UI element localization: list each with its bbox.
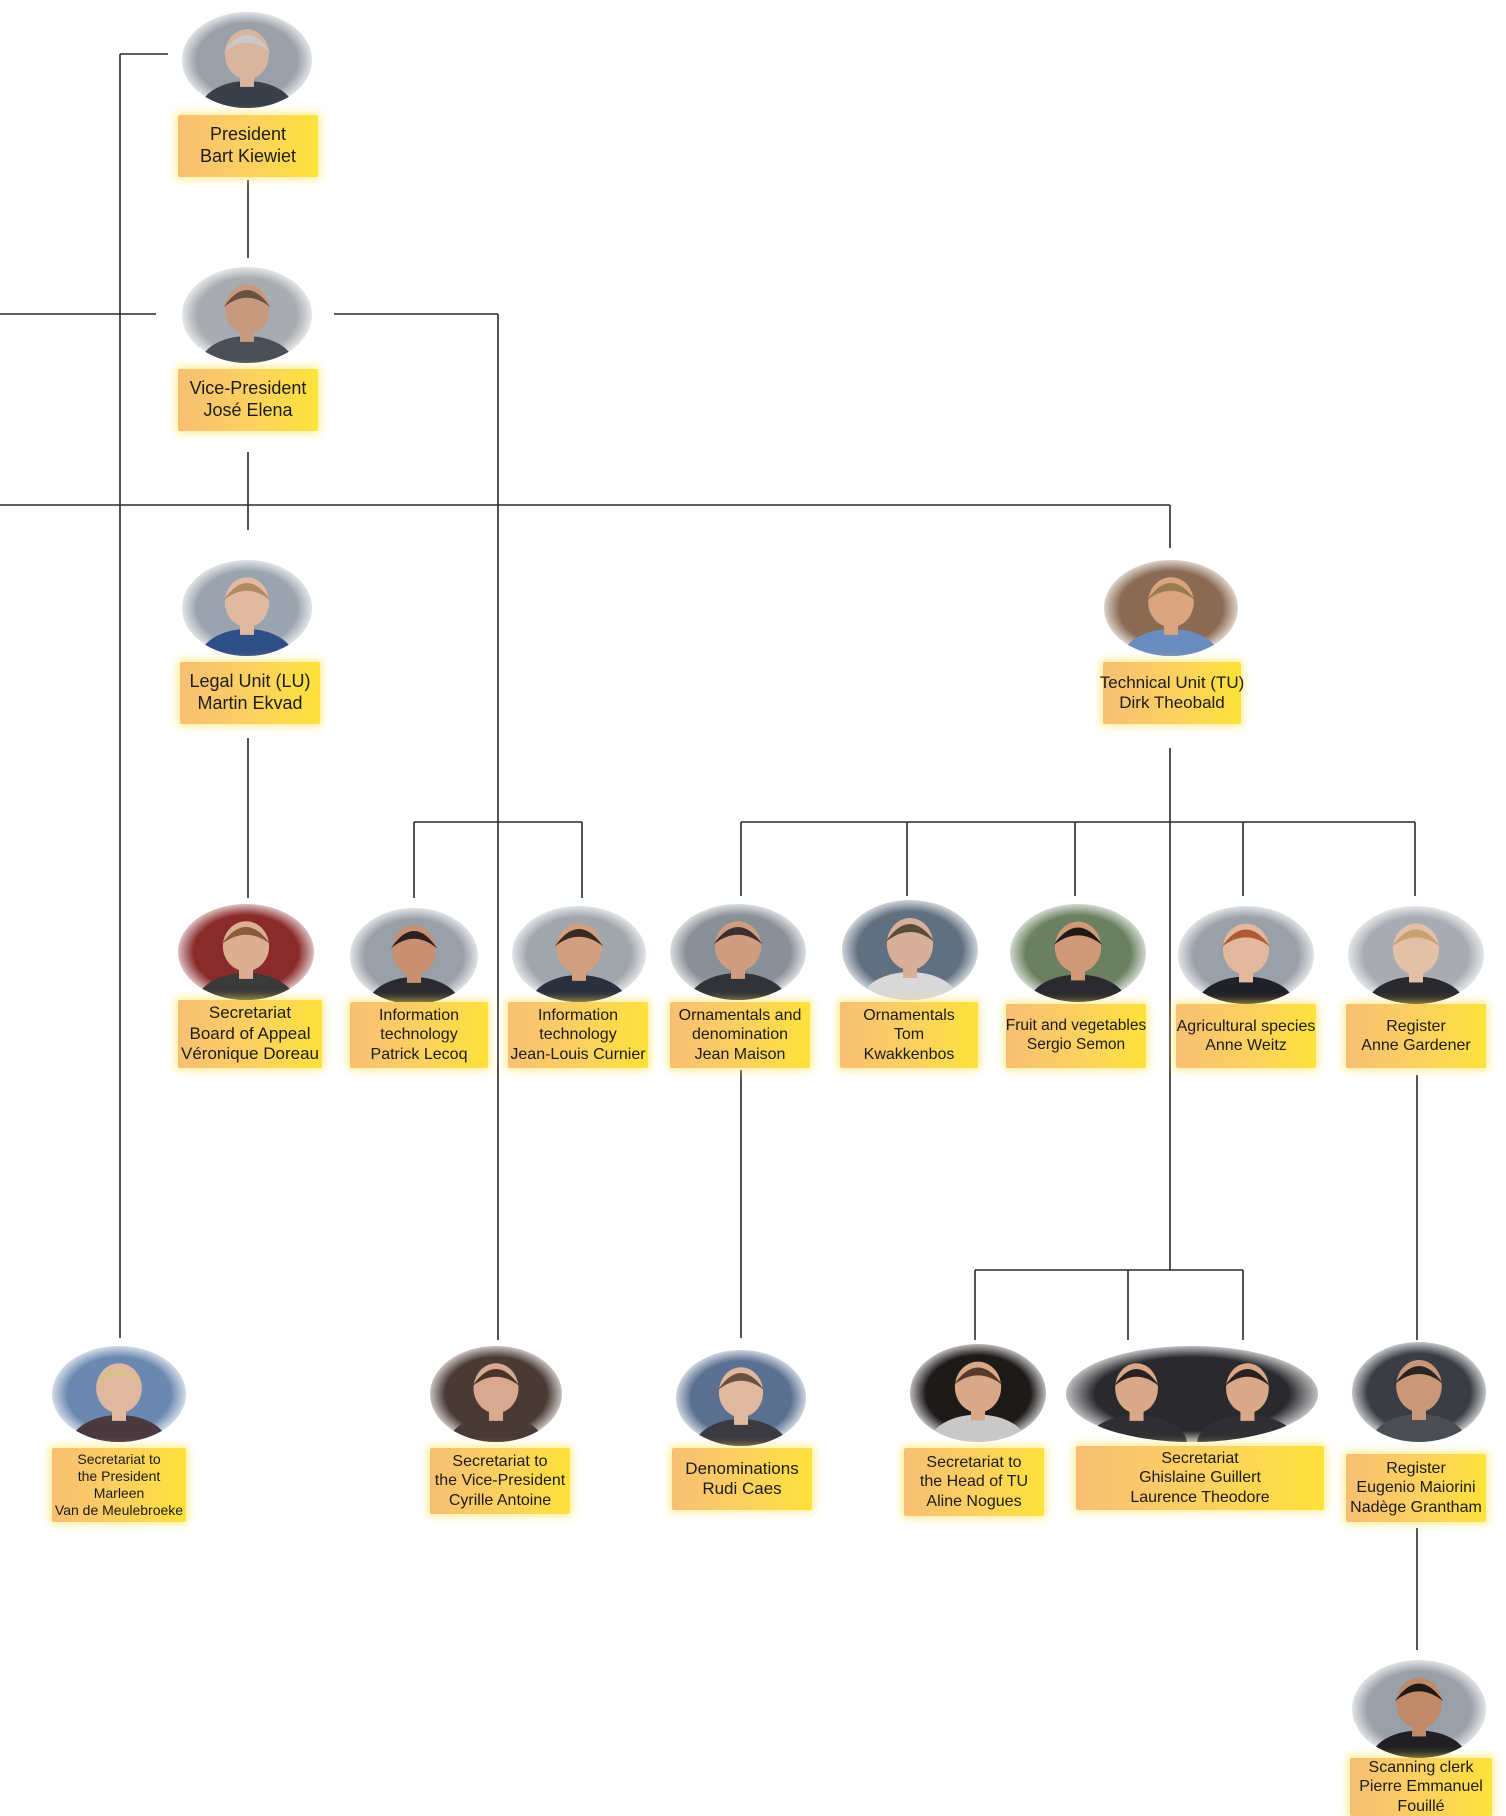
portrait-photo: [182, 267, 312, 363]
role-label-line: Anne Gardener: [1361, 1037, 1471, 1054]
role-label-line: Pierre Emmanuel: [1359, 1778, 1483, 1796]
role-label: Technical Unit (TU)Dirk Theobald: [1100, 662, 1244, 724]
role-label-line: Laurence Theodore: [1130, 1488, 1270, 1506]
role-label-line: Information: [537, 1007, 619, 1025]
role-label-line: Secretariat to: [77, 1451, 161, 1468]
role-label-line: denomination: [691, 1026, 789, 1044]
role-label: Legal Unit (LU)Martin Ekvad: [180, 662, 320, 724]
role-label-line: Anne Weitz: [1205, 1037, 1287, 1054]
role-label-line: technology: [539, 1026, 617, 1044]
portrait-photo: [1348, 906, 1484, 1004]
role-label-line: Ghislaine Guillert: [1139, 1469, 1261, 1487]
role-label-line: Vice-President: [189, 378, 307, 399]
role-label-line: the Vice-President: [434, 1472, 566, 1490]
role-label-line: Ornamentals and: [678, 1007, 802, 1025]
role-label-line: the President: [77, 1468, 161, 1485]
role-label-line: Denominations: [685, 1458, 799, 1478]
role-label-line: Register: [1386, 1460, 1446, 1478]
role-label-line: technology: [380, 1026, 458, 1044]
role-label-line: Secretariat: [208, 1003, 292, 1023]
role-label-line: President: [209, 124, 287, 145]
portrait-photo: [670, 904, 806, 1000]
role-label-line: Secretariat to: [452, 1453, 548, 1471]
role-label-line: Patrick Lecoq: [370, 1045, 468, 1063]
role-label-line: Fouillé: [1397, 1797, 1445, 1815]
role-label-line: Information: [378, 1007, 460, 1025]
role-label-line: Agricultural species: [1176, 1017, 1316, 1035]
portrait-photo: [182, 12, 312, 108]
role-label-line: Aline Nogues: [926, 1492, 1022, 1510]
role-label-line: Tom: [893, 1026, 925, 1044]
role-label-line: Nadège Grantham: [1350, 1498, 1482, 1516]
role-label-line: Eugenio Maiorini: [1356, 1479, 1476, 1497]
portrait-photo: [676, 1350, 806, 1446]
role-label-line: Jean-Louis Curnier: [510, 1045, 646, 1063]
role-label-line: Scanning clerk: [1368, 1759, 1474, 1777]
role-label-line: Jean Maison: [694, 1045, 786, 1063]
portrait-photo: [910, 1344, 1046, 1442]
role-label-line: Dirk Theobald: [1119, 693, 1225, 712]
role-label-line: Van de Meulebroeke: [54, 1501, 184, 1518]
role-label-line: Cyrille Antoine: [448, 1491, 552, 1509]
role-label-line: Rudi Caes: [702, 1479, 782, 1498]
portrait-photo: [512, 906, 646, 1002]
role-label-line: Secretariat to: [926, 1454, 1022, 1472]
portrait-photo: [52, 1346, 186, 1442]
role-label-line: Ornamentals: [863, 1007, 955, 1025]
role-label-line: Register: [1386, 1017, 1446, 1035]
role-label-line: Board of Appeal: [189, 1023, 311, 1043]
portrait-photo: [178, 904, 314, 1000]
role-label-line: Legal Unit (LU): [189, 671, 311, 692]
role-label-line: Bart Kiewiet: [199, 146, 297, 166]
portrait-photo: [842, 900, 978, 1000]
portrait-photo: [1104, 560, 1238, 656]
portrait-photo: [1010, 904, 1146, 1002]
portrait-photo: [1352, 1342, 1486, 1442]
role-label-line: the Head of TU: [919, 1473, 1029, 1491]
role-label-line: Marleen: [93, 1485, 145, 1501]
role-label-line: Kwakkenbos: [863, 1045, 955, 1063]
portrait-photo: [182, 560, 312, 656]
portrait-photo: [1352, 1660, 1486, 1758]
role-label-line: Martin Ekvad: [197, 693, 303, 713]
role-label-line: Fruit and vegetables: [1005, 1017, 1147, 1035]
role-label-line: Sergio Semon: [1026, 1036, 1126, 1053]
role-label-line: Véronique Doreau: [181, 1044, 319, 1064]
portrait-photo: [1066, 1346, 1318, 1442]
role-label-line: Technical Unit (TU): [1099, 672, 1245, 692]
role-label-line: Secretariat: [1161, 1450, 1239, 1468]
portrait-photo: [1178, 906, 1314, 1004]
role-label-line: José Elena: [203, 400, 293, 420]
portrait-photo: [430, 1346, 562, 1442]
portrait-photo: [350, 908, 478, 1004]
